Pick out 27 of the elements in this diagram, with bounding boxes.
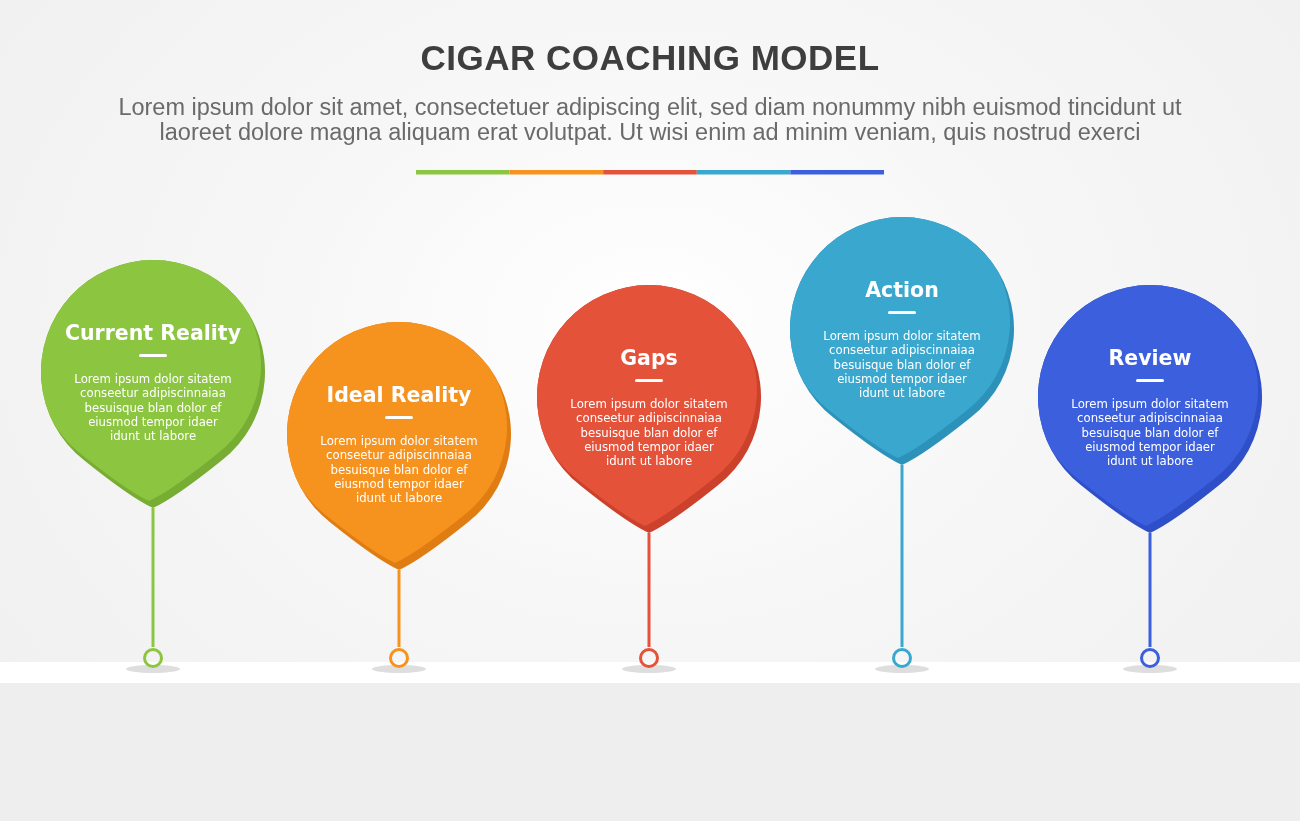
- ring-marker: [142, 647, 164, 669]
- stem-line: [900, 465, 904, 647]
- balloon-pin: [41, 260, 265, 508]
- ring-marker: [638, 647, 660, 669]
- balloon-pin: [537, 285, 761, 533]
- stem-line: [647, 533, 651, 647]
- ring-marker: [388, 647, 410, 669]
- step-title: Action: [865, 277, 939, 303]
- balloon-pin: [287, 322, 511, 570]
- step-description: Lorem ipsum dolor sitatem conseetur adipiscinnaiaa besuisque blan dolor ef eiusmod tempor idaer idunt ut labore: [569, 397, 729, 469]
- balloon-pin: [790, 217, 1014, 465]
- step-description: Lorem ipsum dolor sitatem conseetur adipiscinnaiaa besuisque blan dolor ef eiusmod tempor idaer idunt ut labore: [1070, 397, 1230, 469]
- step-description: Lorem ipsum dolor sitatem conseetur adipiscinnaiaa besuisque blan dolor ef eiusmod tempor idaer idunt ut labore: [822, 329, 982, 401]
- step-description: Lorem ipsum dolor sitatem conseetur adipiscinnaiaa besuisque blan dolor ef eiusmod tempor idaer idunt ut labore: [73, 372, 233, 444]
- ring-marker: [1139, 647, 1161, 669]
- stem-line: [397, 570, 401, 647]
- stem-line: [151, 508, 155, 647]
- step-title: Ideal Reality: [326, 382, 472, 408]
- ring-marker: [891, 647, 913, 669]
- subtitle-text: Lorem ipsum dolor sit amet, consectetuer adipiscing elit, sed diam nonummy nibh euismod tincidunt ut laoreet dolore magna aliquam erat volutpat. Ut wisi enim ad minim veniam, quis nostrud exerci: [117, 95, 1183, 145]
- step-title: Current Reality: [64, 320, 241, 346]
- stem-line: [1148, 533, 1152, 647]
- step-title: Review: [1108, 345, 1192, 371]
- step-title: Gaps: [620, 345, 678, 371]
- balloon-pin: [1038, 285, 1262, 533]
- step-description: Lorem ipsum dolor sitatem conseetur adipiscinnaiaa besuisque blan dolor ef eiusmod tempor idaer idunt ut labore: [319, 434, 479, 506]
- diagram-title: CIGAR COACHING MODEL: [419, 37, 881, 79]
